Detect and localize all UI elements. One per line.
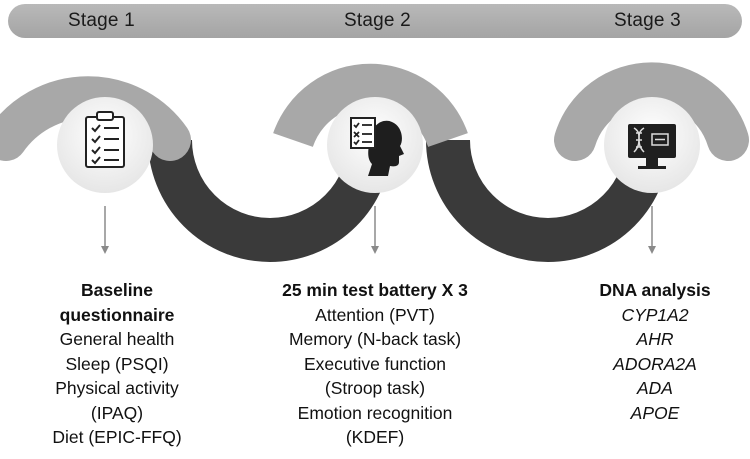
stage-2-item: (Stroop task): [324, 378, 426, 398]
stage-2-item: Executive function: [303, 353, 447, 374]
stage-bar: [8, 4, 742, 38]
stage-2-description: 25 min test battery X 3 Attention (PVT) …: [250, 278, 500, 450]
stage-1-label: Stage 1: [68, 10, 135, 31]
stage-2-item: Attention (PVT): [315, 304, 435, 325]
arc-light-1: [0, 76, 191, 161]
stage-2-title: 25 min test battery X 3: [282, 280, 468, 300]
arc-light-2: [273, 63, 468, 148]
stage-3-gene: ADA: [637, 378, 673, 398]
clipboard-checklist-icon: [85, 111, 125, 168]
stage-1-description: Baseline questionnaire General health Sl…: [12, 278, 222, 450]
stage-3-gene: AHR: [636, 329, 674, 349]
stage-3-title: DNA analysis: [599, 280, 711, 300]
stage-1-item: Physical activity: [55, 378, 179, 398]
stage-3-gene: ADORA2A: [613, 353, 697, 374]
stage-3-label: Stage 3: [614, 10, 681, 31]
stage-2-label: Stage 2: [344, 10, 411, 31]
stage-1-title: Baseline: [81, 280, 153, 300]
dna-monitor-icon: [628, 124, 676, 169]
arc-light-3: [554, 62, 749, 161]
stage-1-item: Sleep (PSQI): [65, 353, 169, 374]
stage-1-item: General health: [59, 329, 175, 349]
stage-1-title: questionnaire: [59, 304, 175, 325]
stage-2-item: (KDEF): [345, 427, 405, 447]
stage-3-gene: CYP1A2: [621, 304, 689, 325]
stage-2-item: Emotion recognition: [297, 402, 453, 423]
stage-2-item: Memory (N-back task): [288, 329, 462, 349]
stage-1-item: (IPAQ): [90, 402, 144, 423]
stage-3-description: DNA analysis CYP1A2 AHR ADORA2A ADA APOE: [565, 278, 745, 425]
stage-3-gene: APOE: [630, 402, 680, 423]
head-checklist-icon: [350, 117, 404, 176]
stage-1-item: Diet (EPIC-FFQ): [52, 427, 182, 447]
